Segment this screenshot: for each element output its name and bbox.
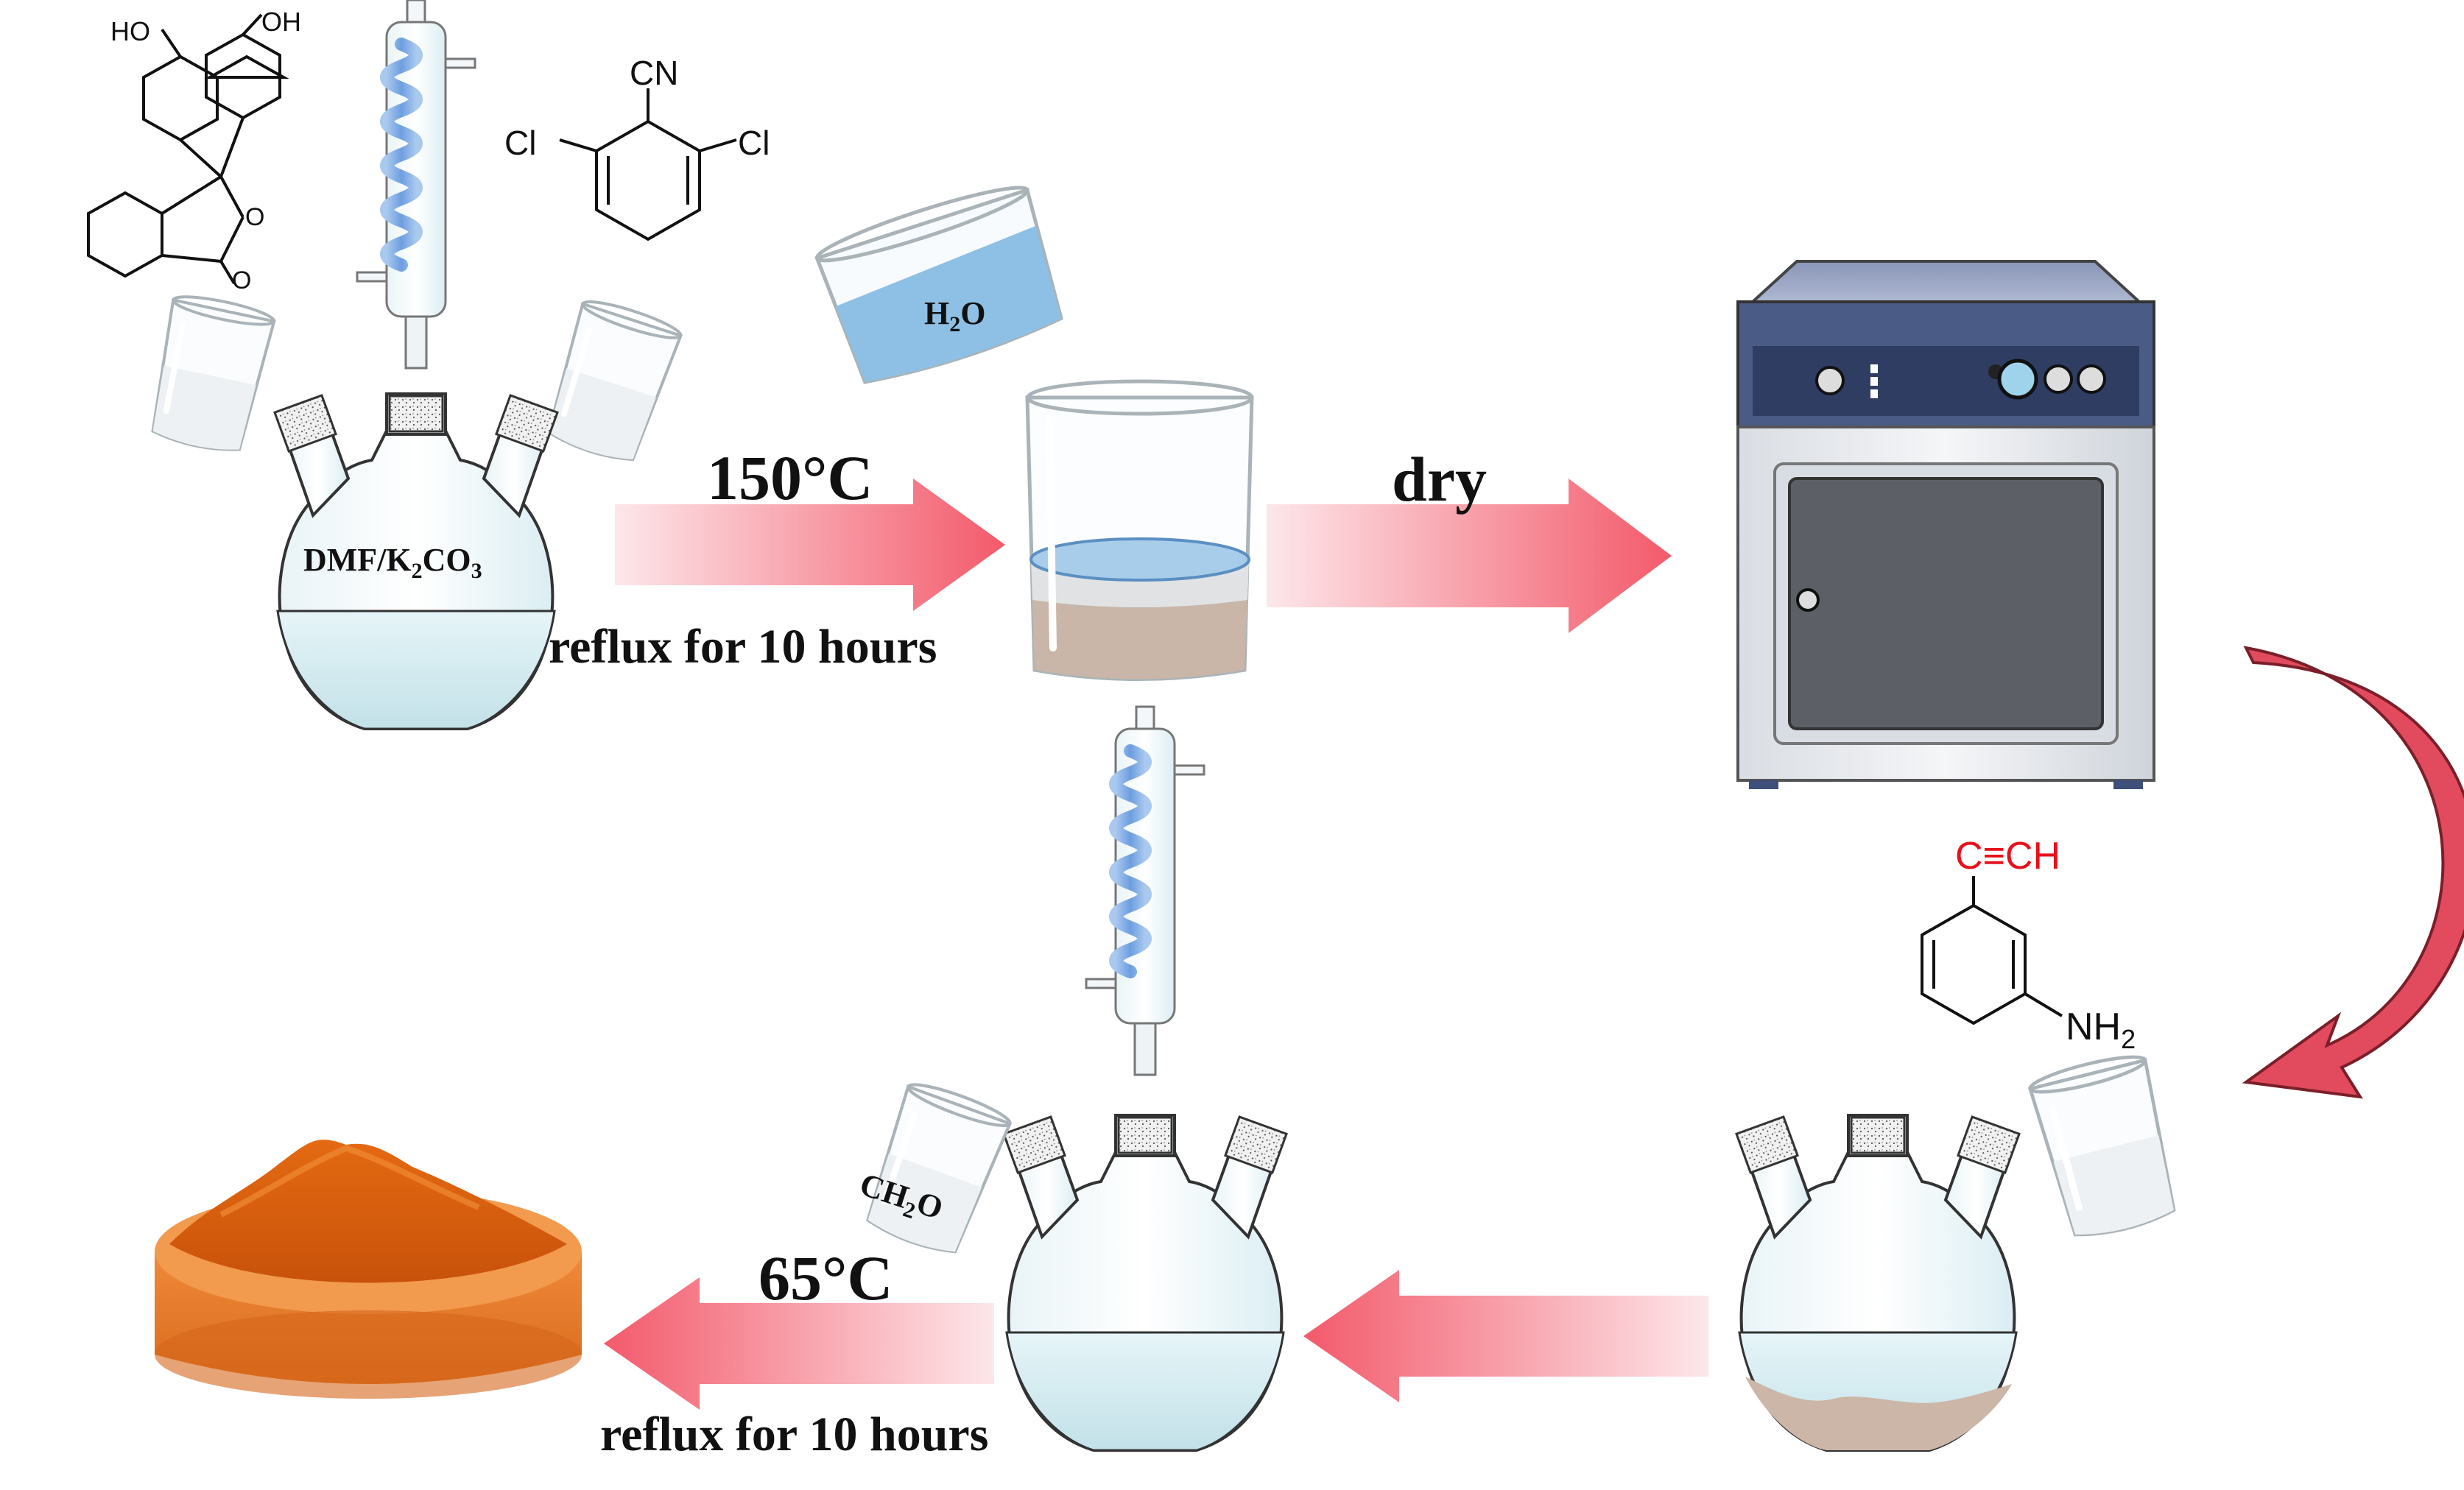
flask1-solvent-label: DMF/K2CO3 — [303, 542, 482, 583]
arrow-step4 — [604, 1277, 994, 1410]
water-label: H2O — [924, 295, 985, 336]
dichlorobenzonitrile-structure — [559, 88, 737, 241]
methanol-beaker — [859, 1078, 1013, 1260]
lactone-oxygen: O — [245, 203, 264, 231]
phenolphthalein-structure — [87, 13, 289, 285]
step1-reflux-time: reflux for 10 hours — [549, 620, 937, 674]
three-neck-flask-1 — [273, 392, 559, 730]
alkyne-group-label: C≡CH — [1955, 835, 2060, 878]
product-petri-dish — [155, 1140, 582, 1399]
step4-temperature: 65°C — [758, 1243, 893, 1313]
step2-dry-label: dry — [1392, 444, 1487, 515]
cn-group-label: CN — [630, 54, 678, 92]
drying-oven — [1736, 260, 2155, 789]
curved-arrow-step3 — [2242, 646, 2464, 1099]
cl-left-label: Cl — [504, 124, 536, 162]
arrow-step3 — [1303, 1270, 1708, 1402]
reflux-condenser-2 — [1086, 707, 1204, 1075]
precipitation-beaker — [1025, 379, 1254, 681]
step1-temperature: 150°C — [707, 442, 873, 513]
amine-reagent-beaker — [2028, 1051, 2184, 1243]
phenol-oh-left: HO — [110, 16, 150, 46]
carbonyl-oxygen: O — [232, 266, 251, 294]
phenol-oh-right: OH — [261, 7, 301, 37]
aminophenylacetylene-structure — [1921, 876, 2063, 1025]
three-neck-flask-3 — [1735, 1114, 2021, 1452]
arrow-step2 — [1267, 479, 1672, 633]
reflux-condenser-1 — [357, 0, 475, 368]
step4-reflux-time: reflux for 10 hours — [600, 1408, 988, 1461]
arrow-step1 — [615, 479, 1005, 611]
amine-group-label: NH2 — [2066, 1006, 2136, 1054]
reagent-beaker-left — [144, 292, 275, 456]
water-beaker-pouring — [814, 186, 1063, 384]
cl-right-label: Cl — [738, 124, 770, 162]
three-neck-flask-2 — [1002, 1114, 1288, 1452]
reagent-beaker-right — [540, 295, 683, 467]
